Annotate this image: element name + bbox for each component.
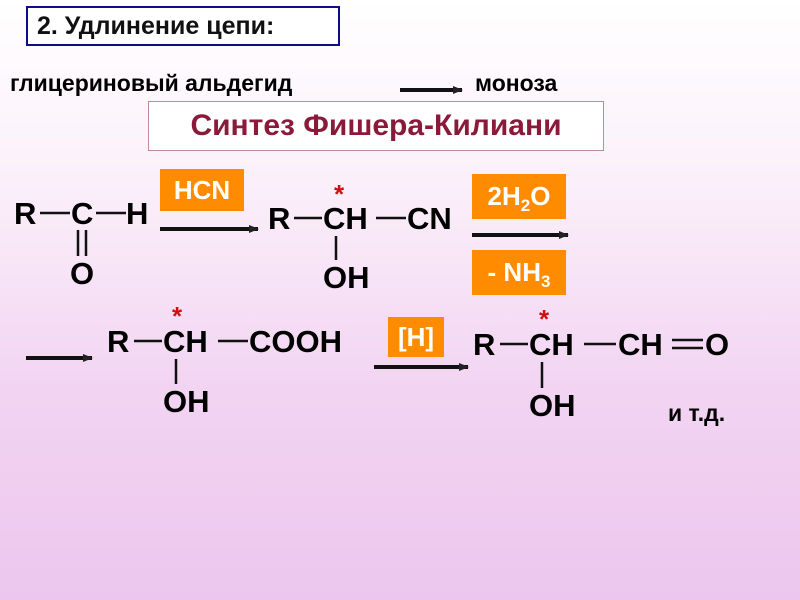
acid-oh: OH	[163, 384, 210, 419]
scheme-end-label: моноза	[475, 70, 558, 96]
aldehyde-o: O	[70, 256, 95, 291]
reagent-water-prefix: 2H	[487, 181, 521, 211]
aldehyde-h: H	[126, 196, 149, 231]
method-title: Синтез Фишера-Килиани	[148, 101, 604, 151]
aldose-ch2: CH	[618, 327, 663, 362]
aldose-o: O	[705, 327, 730, 362]
cyanohydrin-ch: CH	[323, 201, 368, 236]
reagent-hcn: HCN	[160, 169, 244, 211]
acid-chiral-mark: *	[172, 301, 183, 331]
footer-note: и т.д.	[668, 400, 726, 426]
cyanohydrin-r: R	[268, 201, 291, 236]
cyanohydrin-chiral-mark: *	[334, 179, 345, 209]
reagent-reduction: [H]	[388, 317, 444, 357]
acid-r: R	[107, 324, 130, 359]
reagent-ammonia: - NH3	[472, 250, 566, 295]
slide-title: 2. Удлинение цепи:	[26, 6, 340, 46]
reagent-ammonia-subscript: 3	[540, 272, 551, 292]
reagent-ammonia-prefix: - NH	[487, 257, 541, 287]
cyanohydrin-cn: CN	[407, 201, 452, 236]
reagent-water-suffix: O	[530, 181, 551, 211]
aldehyde-c: C	[71, 196, 94, 231]
acid-cooh: COOH	[249, 324, 342, 359]
reagent-water: 2H2O	[472, 174, 566, 219]
cyanohydrin-oh: OH	[323, 260, 370, 295]
acid-ch: CH	[163, 324, 208, 359]
aldose-oh: OH	[529, 388, 576, 423]
reagent-water-subscript: 2	[520, 196, 531, 216]
aldose-chiral-mark: *	[539, 304, 550, 334]
scheme-start-label: глицериновый альдегид	[10, 70, 293, 96]
aldehyde-r: R	[14, 196, 37, 231]
aldose-ch1: CH	[529, 327, 574, 362]
aldose-r: R	[473, 327, 496, 362]
